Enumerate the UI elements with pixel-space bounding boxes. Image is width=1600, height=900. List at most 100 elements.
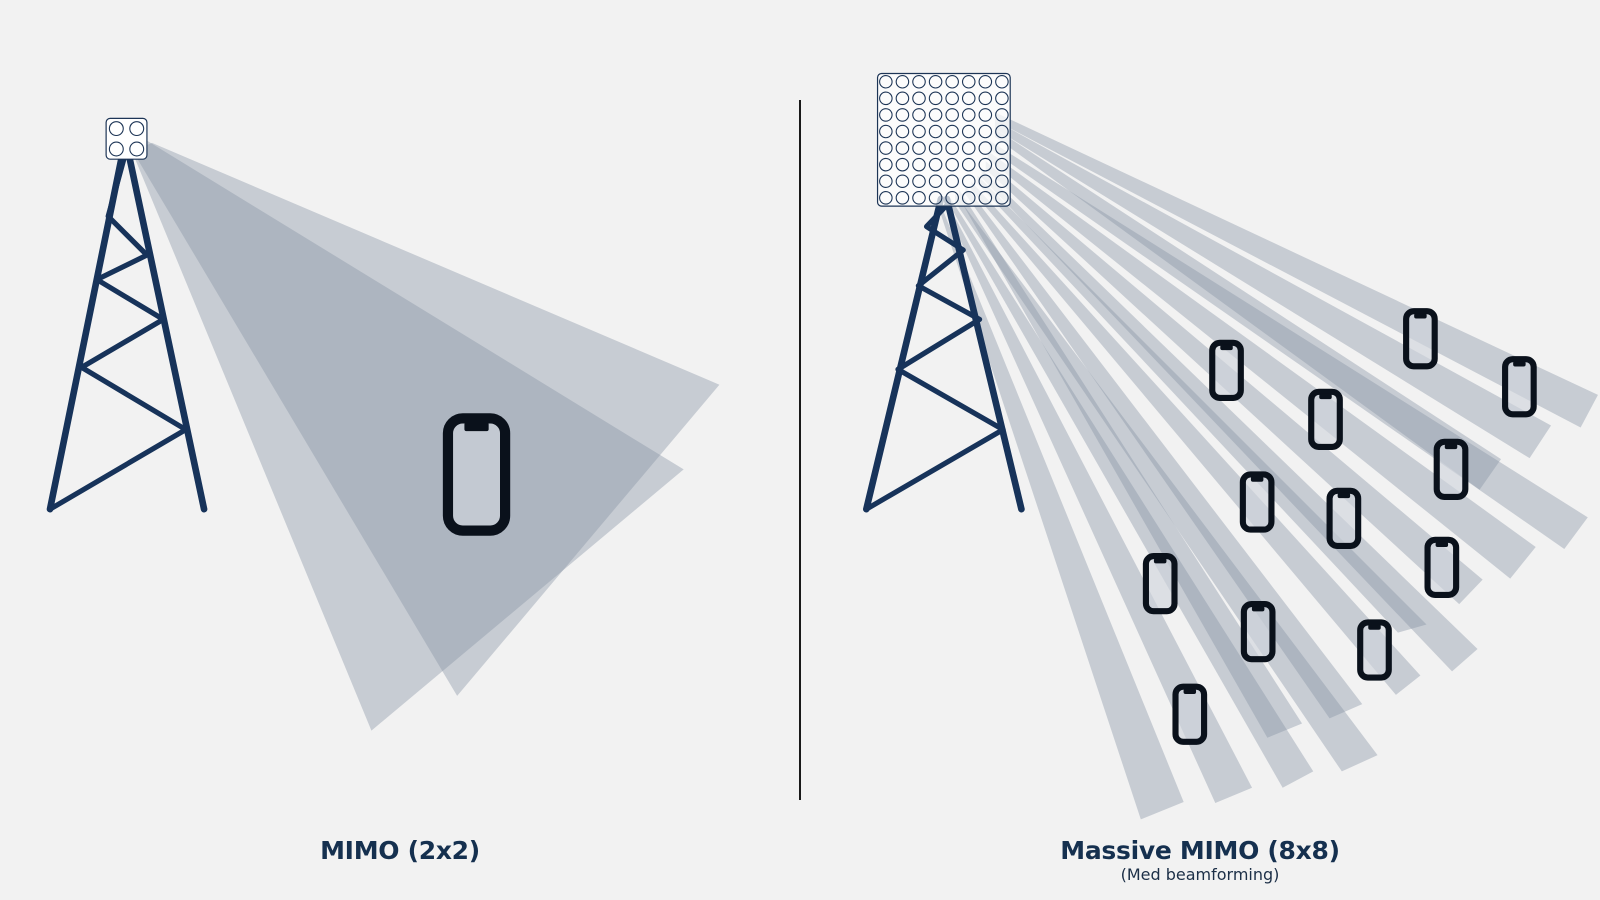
antenna-element-icon (978, 174, 993, 189)
phone-icon (1142, 553, 1178, 615)
antenna-element-icon (129, 121, 145, 137)
right-antenna-8x8-icon (876, 72, 1011, 207)
beamforming-beam (994, 112, 1598, 428)
tower-leg-right (125, 149, 208, 513)
beamforming-beam (987, 151, 1536, 579)
antenna-element-icon (879, 108, 893, 122)
antenna-element-icon (912, 141, 926, 155)
antenna-element-icon (912, 91, 926, 106)
antenna-element-icon (978, 108, 993, 122)
beamforming-beam (994, 120, 1552, 459)
left-signal-beams (132, 138, 720, 731)
right-phone-icons (1142, 308, 1537, 745)
phone-icon (1502, 356, 1537, 418)
antenna-element-icon (895, 108, 910, 122)
left-phone-icons (442, 413, 511, 536)
antenna-element-icon (879, 157, 893, 172)
antenna-panel (105, 117, 148, 160)
antenna-element-icon (961, 91, 976, 106)
antenna-element-icon (945, 157, 959, 172)
right-cell-tower-icon (863, 195, 1025, 513)
phone-icon (1433, 438, 1469, 500)
tower-leg-left (863, 195, 945, 513)
beamforming-beam (971, 181, 1421, 695)
phone-icon (1424, 536, 1460, 598)
left-caption: MIMO (2x2) (150, 836, 650, 866)
antenna-element-icon (879, 141, 893, 155)
tower-lattice (863, 203, 1006, 512)
antenna-element-icon (928, 91, 943, 106)
antenna-element-icon (961, 108, 976, 122)
right-panel-title: Massive MIMO (8x8) (1060, 836, 1340, 865)
phone-icon (442, 413, 511, 536)
antenna-element-icon (912, 157, 926, 172)
antenna-element-icon (995, 74, 1009, 89)
antenna-element-icon (995, 157, 1009, 172)
antenna-element-icon (995, 91, 1009, 106)
antenna-element-icon (879, 191, 893, 205)
beamforming-beam (965, 185, 1363, 719)
right-caption: Massive MIMO (8x8) (Med beamforming) (950, 836, 1450, 884)
antenna-element-icon (129, 141, 145, 157)
beamforming-beam (944, 197, 1253, 804)
antenna-element-icon (978, 191, 993, 205)
antenna-element-icon (879, 174, 893, 189)
phone-icon (1357, 619, 1392, 681)
antenna-element-icon (978, 141, 993, 155)
phone-icon (1308, 388, 1343, 450)
right-panel-subtitle: (Med beamforming) (1120, 865, 1280, 884)
antenna-element-icon (879, 124, 893, 139)
antenna-element-icon (108, 121, 124, 137)
antenna-element-icon (978, 91, 993, 106)
tower-lattice (47, 150, 189, 512)
beamforming-beam (994, 128, 1502, 490)
antenna-element-icon (928, 191, 943, 205)
left-panel-title: MIMO (2x2) (320, 836, 480, 865)
antenna-element-icon (928, 124, 943, 139)
antenna-element-icon (879, 74, 893, 89)
antenna-element-icon (895, 91, 910, 106)
antenna-element-icon (895, 124, 910, 139)
antenna-element-icon (978, 124, 993, 139)
right-beamforming-beams (938, 112, 1598, 820)
signal-beam (132, 142, 720, 696)
antenna-element-icon (978, 74, 993, 89)
antenna-element-icon (912, 191, 926, 205)
left-cell-tower-icon (46, 149, 208, 513)
antenna-element-icon (961, 157, 976, 172)
signal-beam (132, 138, 684, 731)
left-antenna-2x2-icon (105, 117, 148, 160)
antenna-element-icon (945, 174, 959, 189)
antenna-element-icon (912, 74, 926, 89)
antenna-element-icon (108, 141, 124, 157)
antenna-panel (876, 72, 1011, 207)
antenna-element-icon (895, 74, 910, 89)
antenna-element-icon (895, 157, 910, 172)
antenna-element-icon (961, 141, 976, 155)
antenna-element-icon (945, 191, 959, 205)
antenna-element-icon (928, 157, 943, 172)
antenna-element-icon (961, 74, 976, 89)
antenna-element-icon (895, 141, 910, 155)
antenna-element-icon (912, 108, 926, 122)
antenna-element-icon (961, 174, 976, 189)
antenna-element-icon (995, 124, 1009, 139)
beamforming-beam (938, 200, 1184, 820)
phone-icon (1209, 339, 1244, 402)
antenna-element-icon (995, 141, 1009, 155)
phone-icon (1403, 308, 1438, 370)
antenna-element-icon (928, 74, 943, 89)
antenna-element-icon (945, 108, 959, 122)
antenna-element-icon (945, 74, 959, 89)
antenna-element-icon (995, 108, 1009, 122)
phone-icon (1172, 683, 1208, 745)
beamforming-beam (948, 195, 1314, 788)
phone-icon (1240, 601, 1276, 663)
antenna-element-icon (995, 174, 1009, 189)
antenna-element-icon (895, 191, 910, 205)
antenna-element-icon (945, 141, 959, 155)
antenna-element-icon (928, 174, 943, 189)
antenna-element-icon (945, 124, 959, 139)
antenna-element-icon (895, 174, 910, 189)
